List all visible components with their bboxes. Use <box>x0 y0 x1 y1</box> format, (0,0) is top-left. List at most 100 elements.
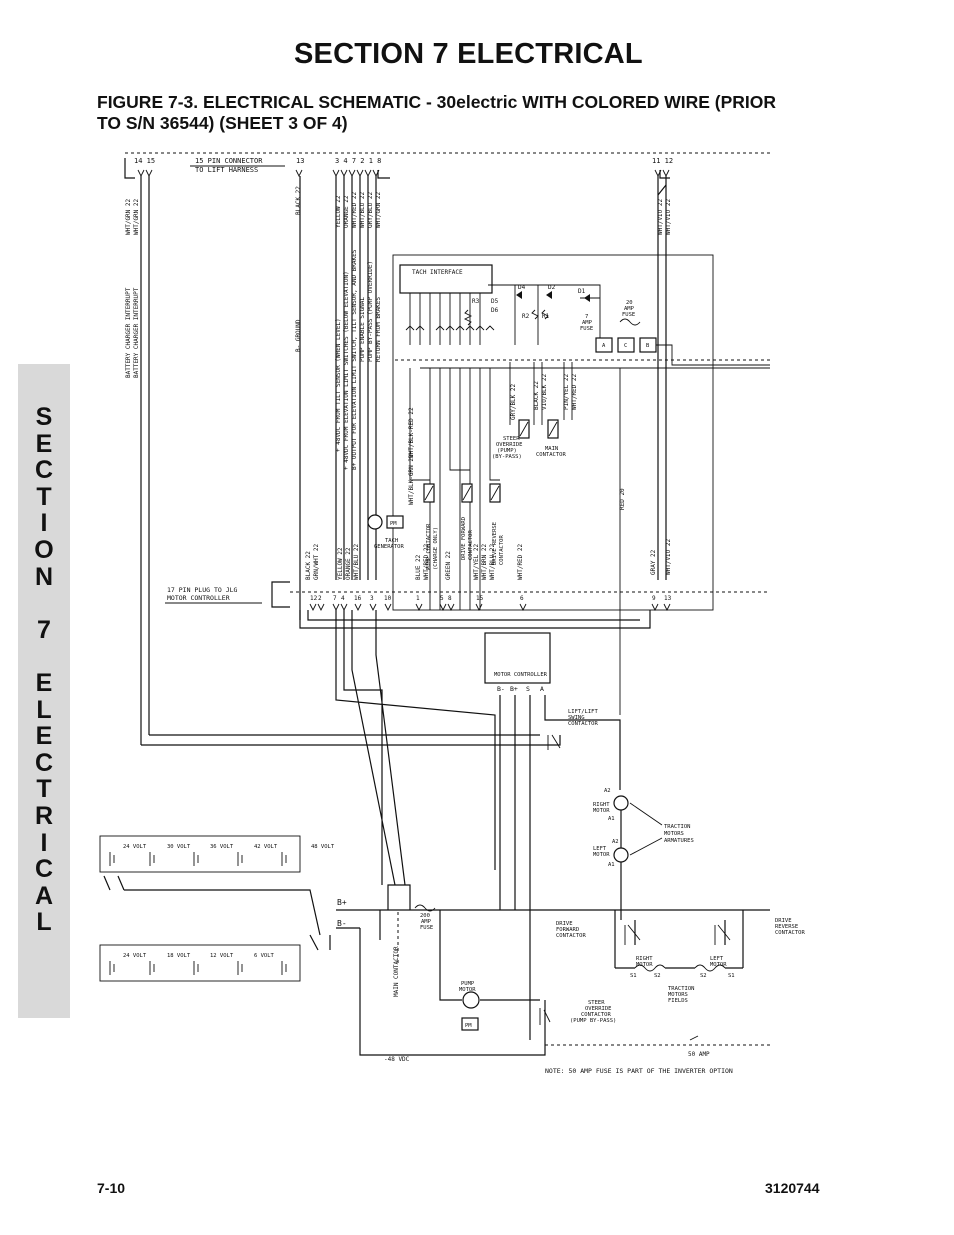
resistor-r1: R1 <box>542 313 550 320</box>
diode-d4: D4 <box>518 284 526 291</box>
wire-label: WHT/RED 22 <box>571 373 578 410</box>
connector-label-1: 15 PIN CONNECTOR <box>195 157 263 165</box>
wire-label: WHT/BRN 22 <box>481 543 488 580</box>
side-tab-letter: E <box>35 429 53 458</box>
side-tab-letter: R <box>34 801 54 830</box>
wire-label: BLUE 22 <box>415 554 422 580</box>
fuse200-2: AMP <box>421 919 432 925</box>
wire-label: WHT/RED 22 <box>423 543 430 580</box>
a-label: A2 <box>604 788 611 794</box>
plug-pin: 7 <box>333 595 337 602</box>
wire-label: WHT/BLK-RED 22 <box>408 407 415 458</box>
side-tab-letter: C <box>34 855 54 884</box>
mc-term: B+ <box>510 685 518 693</box>
drive-fwd-2: FORWARD <box>556 927 579 933</box>
wire-label: WHT/BLU 22 <box>359 191 366 228</box>
main-bus: B+ B- MAIN CONTACTOR 200 AMP FUSE -48 VD… <box>336 884 770 1075</box>
wire-label: WHT/GRN 22 <box>133 198 140 235</box>
lift-swing-3: CONTACTOR <box>568 721 598 727</box>
routing-lines <box>141 610 651 886</box>
pump-contactor-2: (CHARGE ONLY) <box>433 527 439 570</box>
fuse20-line3: FUSE <box>622 312 635 318</box>
s-label: S2 <box>654 973 661 979</box>
pin-13: 13 <box>296 157 304 165</box>
battery-top: 36 VOLT <box>210 844 234 850</box>
wire-label: WHT/BLU 22 <box>353 543 360 580</box>
diode-d2: D2 <box>548 284 556 291</box>
wire-label: RED 20 <box>619 488 626 510</box>
top-wire-labels: WHT/GRN 22 WHT/GRN 22 BLACK 22 YELLOW 22… <box>125 186 672 470</box>
plug-pin: 13 <box>664 595 672 602</box>
side-tab-letter: L <box>36 908 52 937</box>
mc-term: S <box>526 685 530 693</box>
diode-d6: D6 <box>491 307 499 314</box>
plug-pin: 3 <box>370 595 374 602</box>
tach-generator-2: GENERATOR <box>374 544 404 550</box>
side-tab-letter: I <box>40 509 48 538</box>
armatures-3: ARMATURES <box>664 838 694 844</box>
plug-pin: 15 <box>476 595 484 602</box>
wire-label: WHT/YEL 22 <box>473 543 480 580</box>
pump-contactor-1: PUMP CONTACTOR <box>426 523 432 570</box>
fwd-contactor-2: CONTACTOR <box>468 530 474 560</box>
top-wire-runs <box>140 176 667 745</box>
side-tab-letter: E <box>35 668 53 697</box>
steer-bottom-4: (PUMP BY-PASS) <box>570 1018 616 1024</box>
rev-contactor-1: DRIVE REVERSE <box>492 522 498 565</box>
main-contactor-1: MAIN <box>545 446 558 452</box>
a-label: A2 <box>612 839 619 845</box>
battery-top: 30 VOLT <box>167 844 191 850</box>
bminus-label: B- <box>337 919 347 928</box>
term-a: A <box>602 343 606 349</box>
steer-bottom-1: STEER <box>588 1000 605 1006</box>
wire-label: BLACK 22 <box>533 381 540 410</box>
side-tab-letter: E <box>35 722 53 751</box>
pump-motor-2: MOTOR <box>459 987 476 993</box>
armatures-1: TRACTION <box>664 824 691 830</box>
side-tab-letter: I <box>40 828 48 857</box>
wire-label: GRN/WHT 22 <box>313 543 320 580</box>
steer-override-2: OVERRIDE <box>496 442 523 448</box>
wire-label: GRY/BLU 22 <box>367 191 374 228</box>
left-motor-2: MOTOR <box>593 852 610 858</box>
side-tab-letter: C <box>34 748 54 777</box>
wire-label: YELLOW 22 <box>335 195 342 228</box>
plug17-label-1: 17 PIN PLUG TO JLG <box>167 586 238 594</box>
wire-label: WHT/VIO 22 <box>665 198 672 235</box>
drive-rev-3: CONTACTOR <box>775 930 805 936</box>
field-right-1: RIGHT <box>636 956 653 962</box>
bplus-label: B+ <box>337 898 347 907</box>
wire-label: WHT/VIO 22 <box>665 538 672 575</box>
plug-pin: 5 <box>440 595 444 602</box>
lift-swing-1: LIFT/LIFT <box>568 709 598 715</box>
desc: + 48VDC FROM TILT SENSOR (WHEN LEVEL) <box>335 318 342 452</box>
lift-swing-2: SWING <box>568 715 585 721</box>
battery-bottom: 6 VOLT <box>254 953 275 959</box>
left-motor-1: LEFT <box>593 846 607 852</box>
plug-pin: 16 <box>354 595 362 602</box>
page-number: 7-10 <box>97 1180 126 1196</box>
plug-pin: 4 <box>341 595 345 602</box>
desc: BATTERY CHARGER INTERRUPT <box>125 287 132 378</box>
steer-override-3: (PUMP) <box>497 448 517 454</box>
pump-pm-label: PM <box>465 1023 472 1029</box>
wire-label: PIN/YEL 22 <box>563 373 570 410</box>
resistor-r3: R3 <box>472 298 480 305</box>
wire-label: WHT/GRN 22 <box>375 191 382 228</box>
wire-label: ORANGE 22 <box>343 195 350 228</box>
top-connector: 14 15 15 PIN CONNECTOR TO LIFT HARNESS 1… <box>124 152 770 179</box>
fuse20-line1: 20 <box>626 300 633 306</box>
pins-left: 14 15 <box>134 157 155 165</box>
pump-motor: PM PUMP MOTOR STEER OVERRIDE CONTACTOR (… <box>439 910 616 1031</box>
pump-motor-1: PUMP <box>461 981 475 987</box>
wire-label: ORANGE 22 <box>345 547 352 580</box>
side-tab-letter: T <box>36 775 52 804</box>
wire-label: WHT/RED 22 <box>517 543 524 580</box>
drive-fwd-3: CONTACTOR <box>556 933 586 939</box>
battery-bank: 24 VOLT 30 VOLT 36 VOLT 42 VOLT 48 VOLT … <box>99 835 335 982</box>
motor-controller: MOTOR CONTROLLER B- B+ S A LIFT/LIFT SWI… <box>484 632 621 1040</box>
field-left-2: MOTOR <box>710 962 727 968</box>
plug-pin: 12 <box>310 595 318 602</box>
tach-interface-label: TACH INTERFACE <box>412 269 463 276</box>
